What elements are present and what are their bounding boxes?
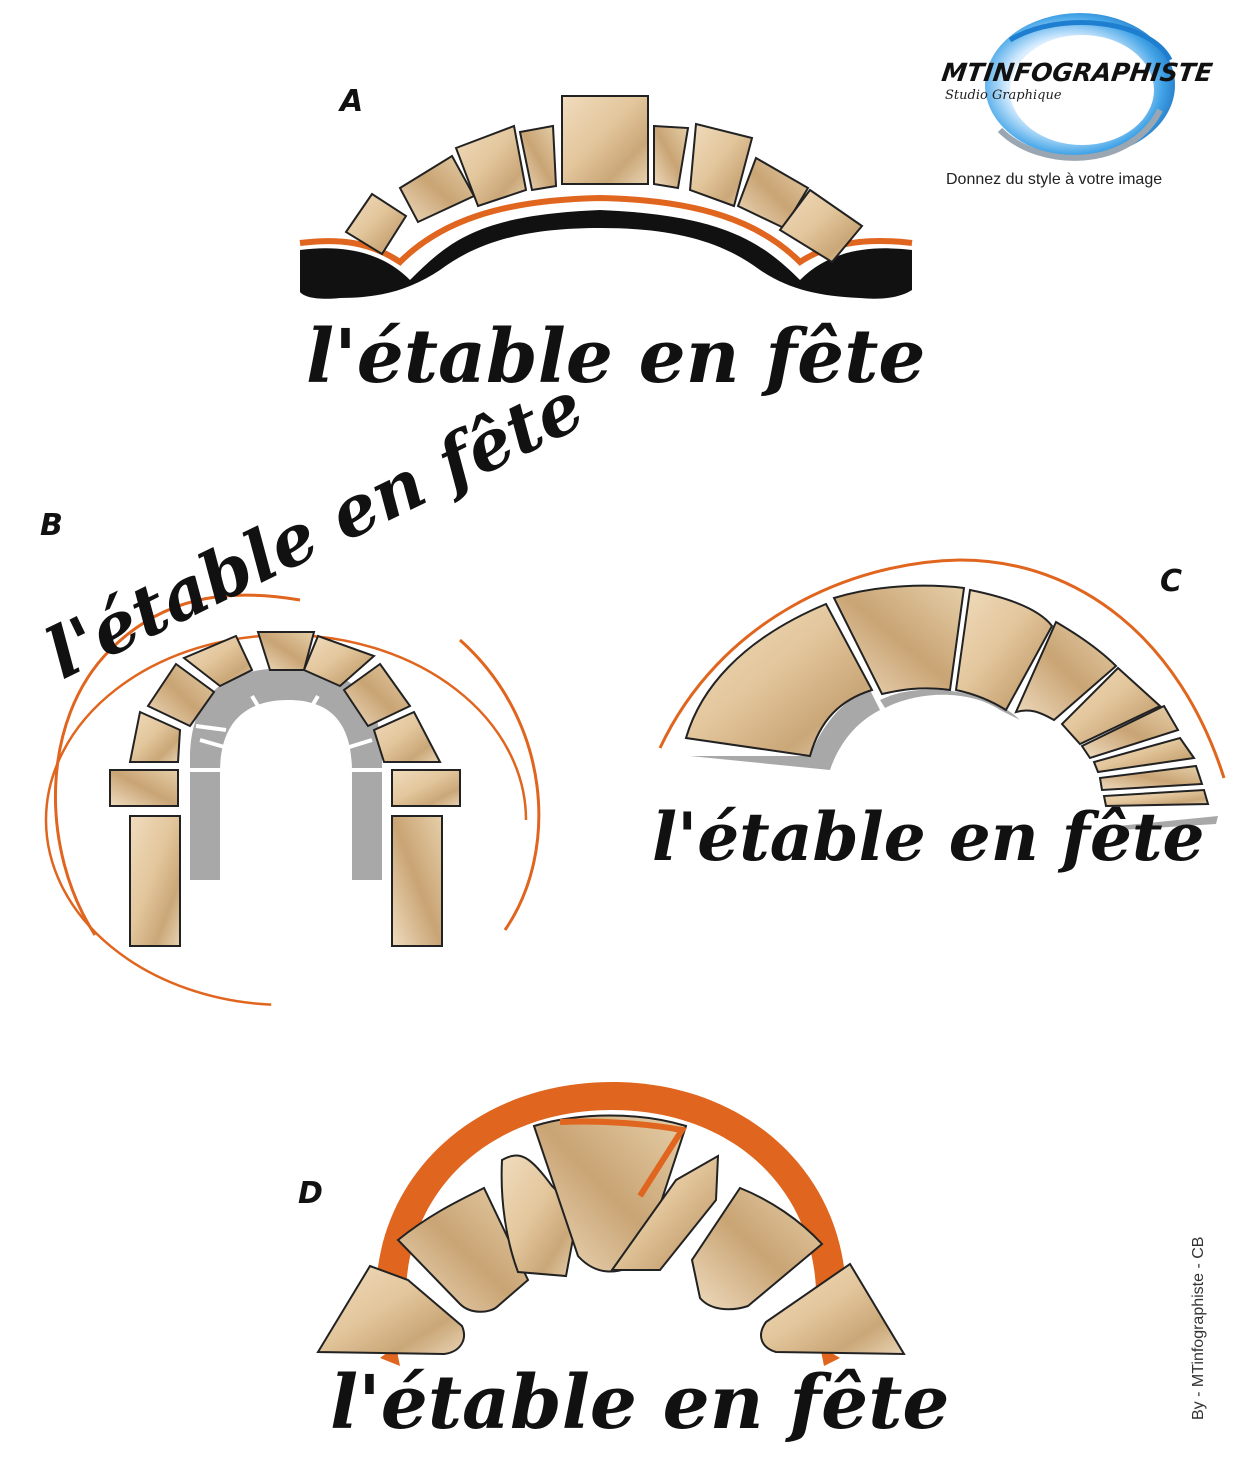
brand-tagline: Donnez du style à votre image: [946, 171, 1163, 188]
logo-option-d: [316, 1082, 906, 1366]
brand-name: MTINFOGRAPHISTE: [939, 58, 1215, 87]
brand-logo: [985, 13, 1175, 161]
option-d-slogan: l'étable en fête: [330, 1360, 950, 1446]
option-c-label: C: [1160, 564, 1183, 599]
option-c-slogan: l'étable en fête: [652, 798, 1205, 876]
logo-option-b: [44, 593, 541, 1007]
option-d-label: D: [298, 1176, 323, 1211]
option-a-base: [300, 210, 912, 299]
logo-option-c: [658, 558, 1226, 830]
credit-text: By - MTinfographiste - CB: [1190, 1236, 1207, 1420]
option-a-slogan: l'étable en fête: [306, 314, 926, 400]
brand-subtitle: Studio Graphique: [945, 88, 1062, 103]
option-a-label: A: [340, 84, 364, 119]
option-b-label: B: [40, 508, 63, 543]
logo-option-a: [299, 95, 913, 299]
